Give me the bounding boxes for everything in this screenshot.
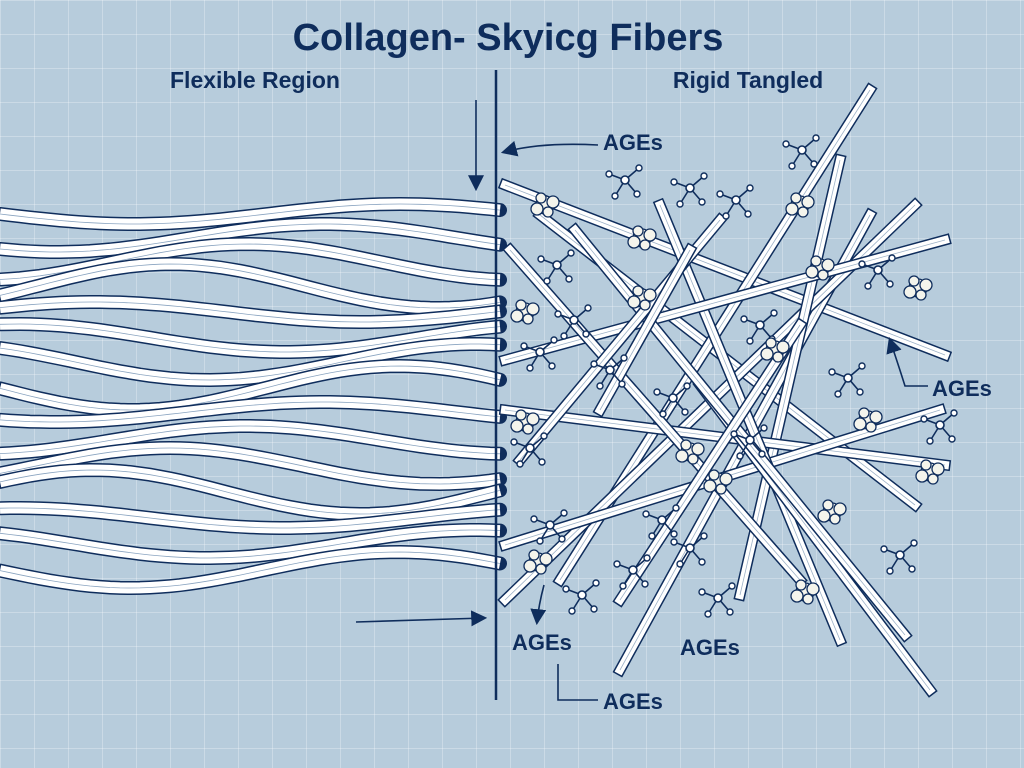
ages-right-arrow	[886, 336, 928, 387]
age-crosslink-clump	[675, 439, 705, 465]
age-molecule	[828, 362, 866, 398]
age-molecule	[670, 532, 708, 568]
flexible-fiber-midline	[0, 203, 501, 225]
age-molecule	[653, 382, 691, 418]
age-crosslink-clump	[627, 225, 657, 251]
age-crosslink-clump	[510, 299, 540, 325]
age-molecule	[613, 554, 651, 590]
age-crosslink-clump	[523, 549, 553, 575]
age-molecule	[698, 582, 736, 618]
age-molecule	[642, 504, 680, 540]
rigid-fiber-midline	[659, 204, 841, 641]
rigid-fiber-midline	[619, 324, 801, 601]
flexible-fiber-midline	[0, 551, 501, 589]
age-crosslink-clumps	[510, 192, 945, 605]
rigid-tangled-label: Rigid Tangled	[673, 67, 823, 93]
age-molecule	[605, 164, 643, 200]
age-molecule	[858, 254, 896, 290]
ages-label-bottom-left: AGEs	[512, 630, 572, 655]
ages-bottom-left-arrow	[530, 584, 547, 626]
age-molecule	[520, 336, 558, 372]
flexible-fiber-midline	[0, 469, 501, 515]
age-molecule	[554, 304, 592, 340]
age-molecule	[537, 249, 575, 285]
ages-top-arrow	[500, 140, 599, 157]
ages-bottom-connector	[557, 664, 598, 701]
rigid-fiber-midline	[504, 239, 946, 361]
ages-label-top: AGEs	[603, 130, 663, 155]
age-crosslink-clump	[853, 407, 883, 433]
age-molecule	[880, 539, 918, 575]
age-molecule	[562, 579, 600, 615]
age-crosslink-clump	[760, 337, 790, 363]
ages-label-bottom: AGEs	[603, 689, 663, 714]
age-crosslink-clump	[903, 275, 933, 301]
rigid-fiber-midline	[509, 249, 801, 581]
age-crosslink-clump	[703, 469, 733, 495]
age-crosslink-clump	[530, 192, 560, 218]
age-molecule	[590, 354, 628, 390]
age-crosslink-clump	[790, 579, 820, 605]
ages-label-right: AGEs	[932, 376, 992, 401]
flexible-fiber-midline	[0, 343, 501, 381]
age-molecule	[782, 134, 820, 170]
age-crosslink-clump	[817, 499, 847, 525]
flexible-fiber-midline	[0, 365, 501, 411]
age-molecules	[510, 134, 958, 618]
age-molecule	[920, 409, 958, 445]
flexible-fiber-midline	[0, 323, 501, 353]
ages-label-bottom-mid: AGEs	[680, 635, 740, 660]
flexible-fiber-midline	[0, 301, 501, 323]
flexible-fiber-midline	[0, 425, 501, 455]
age-molecule	[716, 184, 754, 220]
age-molecule	[530, 509, 568, 545]
age-crosslink-clump	[510, 409, 540, 435]
age-molecule	[670, 172, 708, 208]
age-crosslink-clump	[627, 285, 657, 311]
rigid-fiber-midline	[599, 249, 691, 411]
flexible-fiber-midline	[0, 223, 501, 253]
bottom-left-arrow	[355, 610, 488, 627]
rigid-fiber-midline	[504, 184, 946, 356]
age-molecule	[730, 424, 768, 460]
flexible-region-label: Flexible Region	[170, 67, 340, 93]
age-crosslink-clump	[915, 459, 945, 485]
flexible-fiber-midline	[0, 507, 501, 529]
age-crosslink-clump	[785, 192, 815, 218]
flexible-fiber-midline	[0, 447, 501, 485]
rigid-fibers	[497, 82, 953, 698]
flexible-fiber	[0, 198, 501, 230]
age-crosslink-clump	[805, 255, 835, 281]
flexible-fiber-midline	[0, 263, 501, 309]
diagram-title: Collagen- Skyicg Fibers	[293, 17, 724, 59]
flexible-fiber-midline	[0, 529, 501, 559]
flexible-fibers	[0, 196, 507, 596]
flexible-fiber-midline	[0, 401, 501, 423]
age-molecule	[510, 432, 548, 468]
